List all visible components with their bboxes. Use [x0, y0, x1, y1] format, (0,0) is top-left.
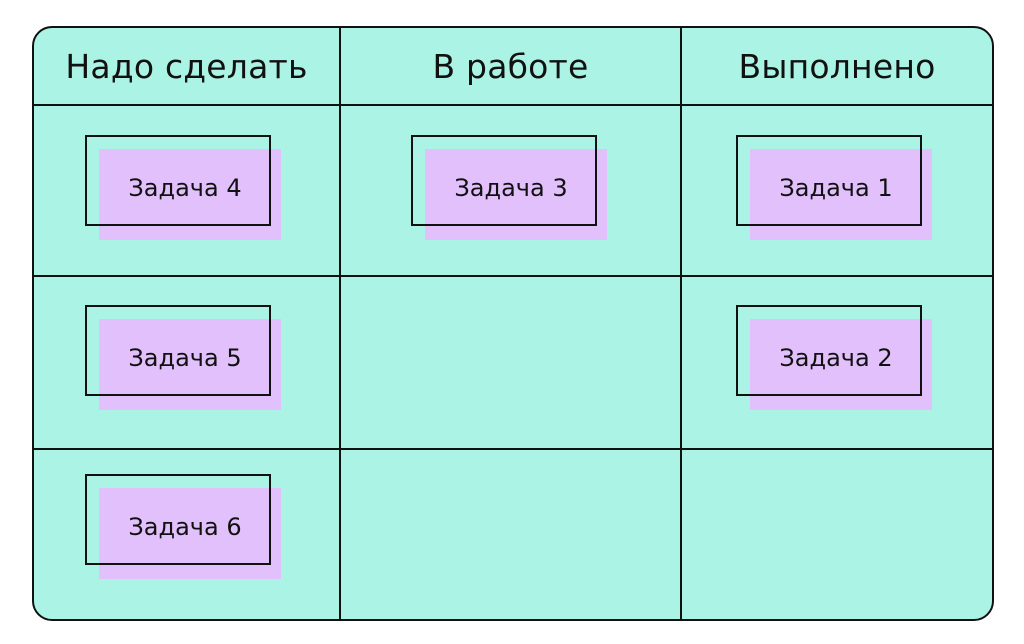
column-header-todo: Надо сделать	[65, 46, 308, 86]
task-card-2[interactable]: Задача 2	[736, 305, 936, 410]
header-divider	[34, 104, 992, 106]
task-card-6[interactable]: Задача 6	[85, 474, 285, 579]
column-header-in-progress: В работе	[432, 46, 589, 86]
task-card-label: Задача 3	[454, 173, 568, 202]
column-divider-2	[680, 28, 682, 619]
row-divider-2	[34, 448, 992, 450]
card-frame	[736, 305, 922, 396]
column-header-done: Выполнено	[738, 46, 936, 86]
task-card-4[interactable]: Задача 4	[85, 135, 285, 240]
card-frame	[85, 474, 271, 565]
task-card-label: Задача 6	[128, 512, 242, 541]
column-divider-1	[339, 28, 341, 619]
task-card-label: Задача 1	[779, 173, 893, 202]
row-divider-1	[34, 275, 992, 277]
task-card-3[interactable]: Задача 3	[411, 135, 611, 240]
task-card-1[interactable]: Задача 1	[736, 135, 936, 240]
card-frame	[85, 135, 271, 226]
card-frame	[85, 305, 271, 396]
task-card-5[interactable]: Задача 5	[85, 305, 285, 410]
card-frame	[736, 135, 922, 226]
task-card-label: Задача 4	[128, 173, 242, 202]
card-frame	[411, 135, 597, 226]
kanban-board: Надо сделать В работе Выполнено Задача 4…	[32, 26, 994, 621]
task-card-label: Задача 2	[779, 343, 893, 372]
task-card-label: Задача 5	[128, 343, 242, 372]
